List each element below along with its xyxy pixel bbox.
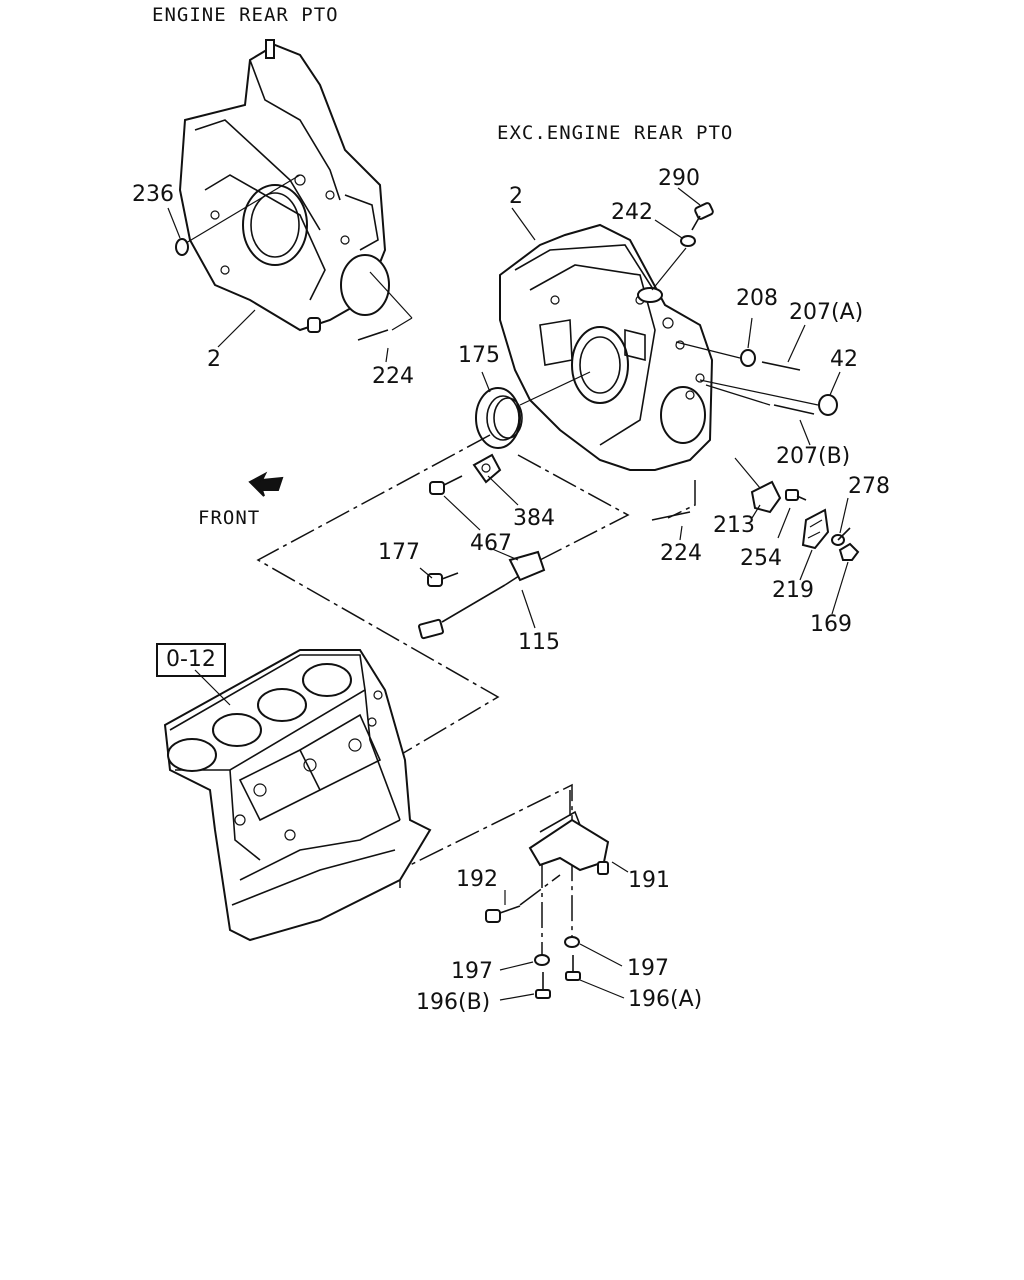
header-exc-engine-rear-pto: EXC.ENGINE REAR PTO [497,122,734,144]
bolt-467 [429,475,463,495]
header-engine-rear-pto: ENGINE REAR PTO [152,4,339,26]
callout-207a: 207(A) [789,300,864,325]
callout-224-left: 224 [372,364,414,389]
callout-278: 278 [848,474,890,499]
bolt-196a [565,955,581,981]
engine-block [163,649,432,942]
washer-197-right [564,936,580,948]
callout-2-left: 2 [207,347,221,372]
callout-224-right: 224 [660,541,702,566]
ref-block-label[interactable]: 0-12 [156,643,226,677]
sensor-115 [418,550,546,640]
alignment-line-front [256,434,500,756]
flywheel-housing-pto [178,39,390,333]
callout-196b: 196(B) [416,990,491,1015]
callout-208: 208 [736,286,778,311]
callout-290: 290 [658,166,700,191]
callout-115: 115 [518,630,560,655]
cap-42 [818,394,838,416]
callout-177: 177 [378,540,420,565]
callout-192: 192 [456,867,498,892]
alignment-line-sensor [517,454,630,561]
callout-196a: 196(A) [628,987,703,1012]
callout-197-left: 197 [451,959,493,984]
callout-2-right: 2 [509,184,523,209]
stud-207a [761,361,801,371]
o-ring-236 [175,238,189,256]
flywheel-housing [499,223,714,471]
oil-seal-175 [475,387,523,449]
callout-175: 175 [458,343,500,368]
gasket-213 [750,480,782,514]
bolt-177 [427,572,459,587]
front-label: FRONT [198,507,261,529]
washer-197-left [534,954,550,966]
callout-242: 242 [611,200,653,225]
bracket-191 [528,810,610,875]
callout-467: 467 [470,531,512,556]
bracket-384 [472,453,502,484]
washer-242 [680,235,696,247]
nut-169 [838,542,860,561]
stud-207b [773,404,815,415]
callout-207b: 207(B) [776,444,851,469]
callout-42: 42 [830,347,858,372]
callout-219: 219 [772,578,814,603]
plug-254 [785,489,807,501]
stud-224-left [357,271,413,363]
callout-236: 236 [132,182,174,207]
nut-208 [740,349,756,367]
bolt-196b [535,972,551,999]
callout-191: 191 [628,868,670,893]
plate-219 [801,508,830,550]
callout-197-right: 197 [627,956,669,981]
callout-213: 213 [713,513,755,538]
callout-169: 169 [810,612,852,637]
bolt-290 [691,202,714,231]
front-arrow-icon [248,471,284,497]
callout-384: 384 [513,506,555,531]
alignment-line-upper [667,480,696,519]
bolt-192 [485,905,521,923]
stud-224-right [651,511,691,521]
bolt-278 [831,527,851,546]
callout-254: 254 [740,546,782,571]
